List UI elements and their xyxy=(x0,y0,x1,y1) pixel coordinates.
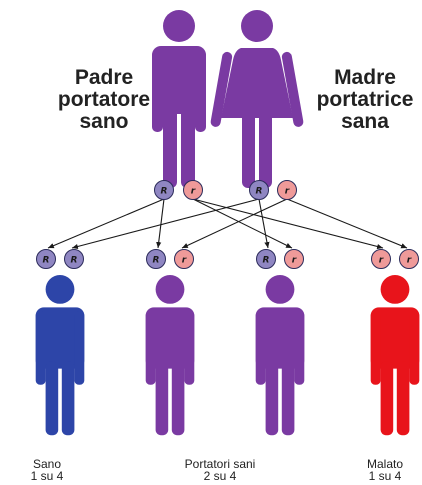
caption-malato: Malato 1 su 4 xyxy=(366,457,404,483)
arrow-father-R-child1 xyxy=(47,198,165,249)
child-figure-2 xyxy=(145,275,195,436)
child-1-allele-1: R xyxy=(36,249,56,269)
mother-allele-1: R xyxy=(249,180,269,200)
child-3-allele-2: r xyxy=(284,249,304,269)
father-label: Padre portatore sano xyxy=(57,66,151,133)
svg-text:R: R xyxy=(43,255,50,265)
svg-text:R: R xyxy=(161,186,168,196)
mother-label: Madre portatrice sana xyxy=(316,66,414,133)
child-4-allele-2: r xyxy=(399,249,419,269)
father-allele-2: r xyxy=(183,180,203,200)
arrow-mother-r-child4 xyxy=(286,198,408,249)
father-allele-1: R xyxy=(154,180,174,200)
child-4-allele-1: r xyxy=(371,249,391,269)
child-2-allele-2: r xyxy=(174,249,194,269)
svg-text:r: r xyxy=(292,255,297,265)
child-figure-4 xyxy=(370,275,420,436)
arrow-mother-R-child3 xyxy=(258,198,270,249)
arrow-father-r-child4 xyxy=(192,198,384,250)
child-figure-3 xyxy=(255,275,305,436)
arrow-mother-R-child1 xyxy=(71,198,260,250)
svg-text:r: r xyxy=(191,186,196,196)
father-figure xyxy=(152,10,206,188)
svg-text:R: R xyxy=(153,255,160,265)
arrow-mother-r-child2 xyxy=(181,198,288,249)
svg-text:R: R xyxy=(263,255,270,265)
child-1-allele-2: R xyxy=(64,249,84,269)
caption-portatori-sani: Portatori sani 2 su 4 xyxy=(184,457,256,483)
svg-text:r: r xyxy=(407,255,412,265)
arrow-father-r-child3 xyxy=(192,198,293,249)
mother-allele-2: r xyxy=(277,180,297,200)
svg-text:r: r xyxy=(379,255,384,265)
svg-text:R: R xyxy=(256,186,263,196)
arrow-father-R-child2 xyxy=(156,198,165,249)
child-3-allele-1: R xyxy=(256,249,276,269)
mother-figure xyxy=(210,10,304,188)
svg-text:r: r xyxy=(182,255,187,265)
child-2-allele-1: R xyxy=(146,249,166,269)
svg-text:R: R xyxy=(71,255,78,265)
svg-text:r: r xyxy=(285,186,290,196)
caption-sano: Sano 1 su 4 xyxy=(30,457,64,483)
child-figure-1 xyxy=(35,275,85,436)
